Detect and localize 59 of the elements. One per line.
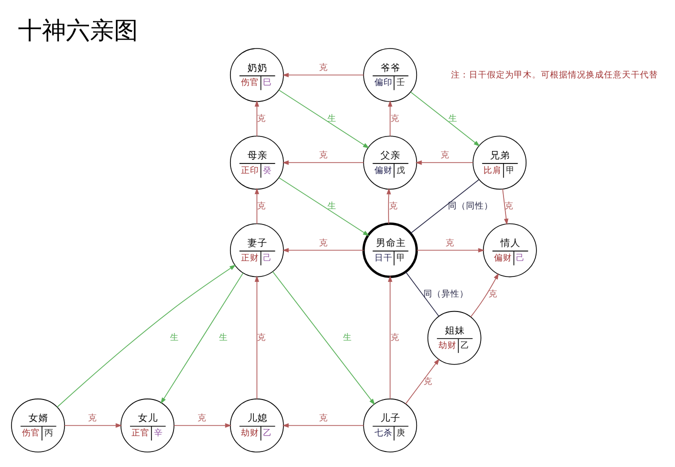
- node-circle: 女儿 正官 辛: [120, 398, 174, 452]
- arrow: [388, 100, 392, 136]
- arrow: [254, 187, 260, 224]
- edge-label: 克: [504, 201, 514, 212]
- arrow: [278, 176, 370, 236]
- connector: [410, 178, 480, 234]
- arrow: [502, 188, 508, 225]
- edge-label: 生: [219, 332, 228, 343]
- node-circle: 母亲 正印 癸: [230, 135, 284, 190]
- node-circle: 奶奶 伤官 巳: [230, 48, 284, 102]
- arrow: [405, 358, 440, 404]
- edge-label: 同（同性）: [448, 201, 494, 212]
- arrow: [282, 160, 364, 164]
- arrow: [254, 100, 260, 136]
- arrow: [410, 91, 480, 146]
- edge-label: 克: [390, 332, 400, 343]
- node-circle: 情人 偏财 己: [482, 222, 537, 277]
- arrow: [282, 422, 364, 428]
- arrow: [470, 272, 499, 317]
- node-circle: 爷爷 偏印 壬: [363, 48, 418, 102]
- edge-label: 生: [342, 332, 352, 343]
- edge-label: 克: [257, 201, 266, 212]
- edge-label: 克: [388, 201, 398, 212]
- edge-label: 克: [198, 413, 207, 424]
- arrow: [282, 72, 364, 77]
- arrow: [64, 422, 122, 428]
- arrow: [174, 422, 232, 428]
- arrow: [282, 248, 364, 252]
- arrow: [388, 274, 392, 399]
- arrow: [278, 89, 370, 148]
- node-circle: 儿媳 劫财 乙: [230, 398, 284, 452]
- edge-label: 生: [328, 114, 337, 124]
- edge-label: 克: [319, 62, 328, 73]
- edge-label: 生: [170, 332, 179, 343]
- connector: [405, 270, 440, 316]
- edge-label: 克: [319, 150, 328, 160]
- edge-label: 克: [390, 114, 400, 124]
- edge-label: 生: [328, 201, 337, 212]
- edge-label: 克: [257, 332, 266, 343]
- edge-label: 生: [448, 114, 458, 124]
- label: 注：日干假定为甲木。可根据情况换成任意天干代替: [450, 70, 658, 80]
- edge-label: 克: [488, 288, 498, 299]
- arrow: [272, 270, 376, 405]
- arrow: [416, 248, 485, 252]
- edge-label: 克: [424, 376, 433, 386]
- edge-label: 克: [319, 413, 328, 424]
- arrow: [160, 272, 244, 404]
- edge-label: 克: [319, 238, 328, 248]
- diagram-title: 十神六亲图: [18, 16, 138, 44]
- edge-label: 同（异性）: [424, 288, 469, 299]
- edge-label: 克: [446, 238, 455, 248]
- arrow: [386, 187, 391, 224]
- edge-label: 克: [257, 114, 266, 124]
- arrow: [415, 160, 474, 164]
- arrow: [254, 274, 260, 399]
- node-circle: 女婿 伤官 丙: [11, 398, 65, 452]
- arrow: [56, 264, 236, 408]
- edge-label: 克: [88, 413, 98, 424]
- edge-label: 克: [440, 150, 450, 160]
